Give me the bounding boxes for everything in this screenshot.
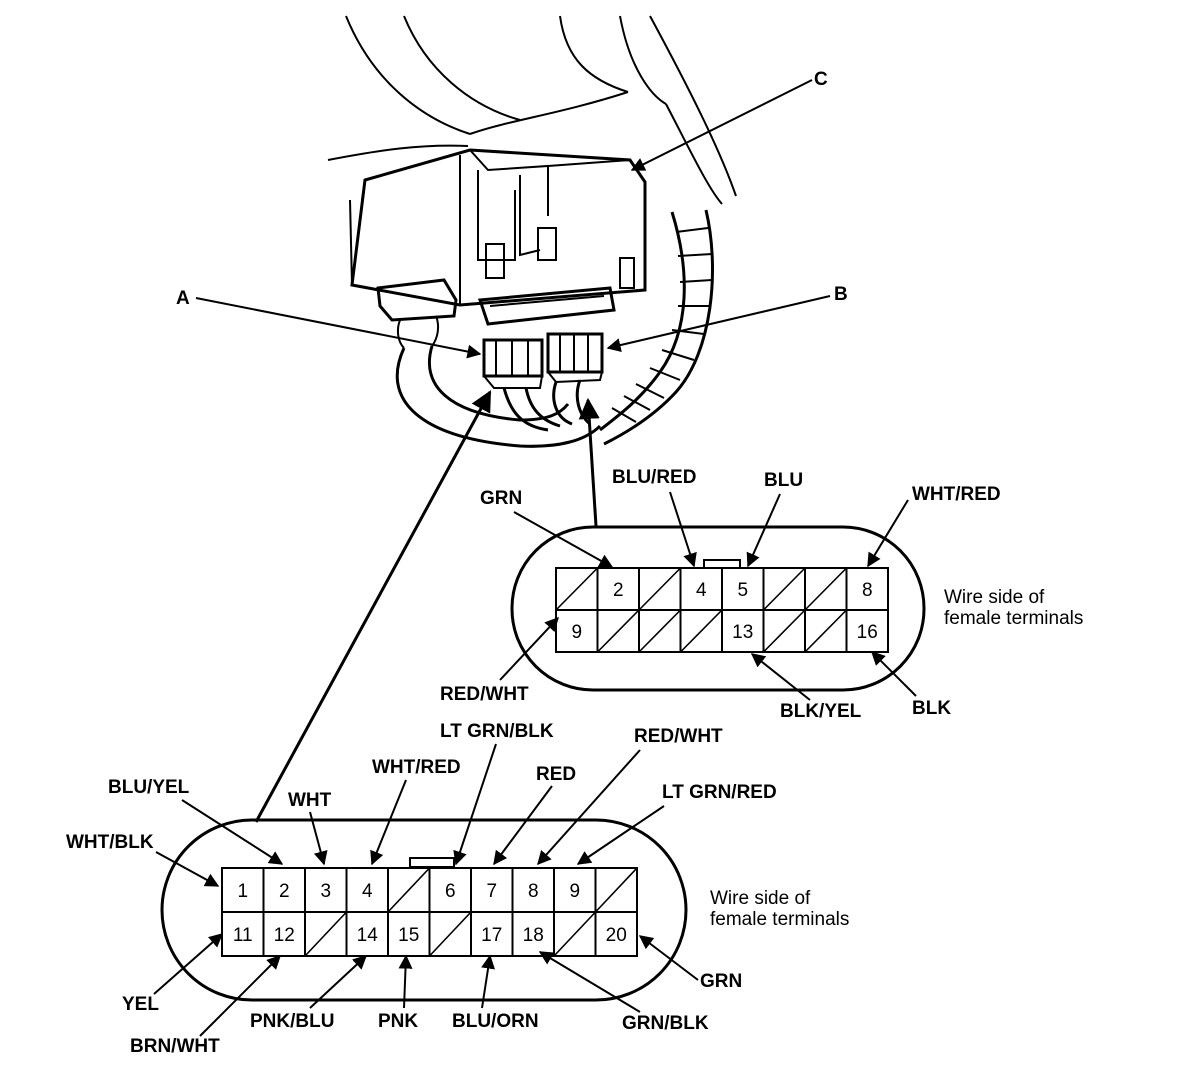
component-illustration — [327, 15, 737, 448]
terminal-cell — [553, 867, 597, 913]
terminal-number: 7 — [486, 881, 497, 902]
wire-label-blu: BLU — [764, 470, 803, 491]
unused-terminal-slash — [638, 567, 682, 611]
terminal-number: 4 — [696, 580, 707, 601]
callout-c: C — [814, 69, 828, 90]
terminal-number: 1 — [237, 881, 248, 902]
terminal-cell — [345, 911, 389, 957]
wire-label-wht: WHT — [288, 790, 332, 811]
unused-terminal-slash — [804, 609, 848, 653]
terminal-number: 5 — [737, 580, 748, 601]
wire-label-wht-blk: WHT/BLK — [66, 832, 154, 853]
terminal-cell — [221, 867, 265, 913]
unused-terminal-slash — [596, 609, 640, 653]
terminal-number: 20 — [606, 925, 627, 946]
terminal-number: 8 — [528, 881, 539, 902]
wire-label-pnk: PNK — [378, 1011, 418, 1032]
callout-a: A — [176, 288, 190, 309]
wire-label-red-wht: RED/WHT — [440, 684, 529, 705]
terminal-number: 17 — [481, 925, 502, 946]
connector-16-note-line2: female terminals — [944, 608, 1083, 629]
unused-terminal-slash — [553, 911, 597, 957]
unused-terminal-slash — [555, 567, 599, 611]
terminal-number: 2 — [613, 580, 624, 601]
terminal-cell — [304, 867, 348, 913]
wire-label-blu-orn: BLU/ORN — [452, 1011, 539, 1032]
terminal-number: 11 — [233, 925, 253, 946]
terminal-cell — [511, 911, 555, 957]
terminal-number: 9 — [571, 622, 582, 643]
wire-label-blk-yel: BLK/YEL — [780, 701, 862, 722]
wire-label-wht-red-20: WHT/RED — [372, 757, 461, 778]
terminal-number: 4 — [362, 881, 373, 902]
unused-terminal-slash — [762, 609, 806, 653]
unused-terminal-slash — [428, 911, 472, 957]
terminal-number: 2 — [279, 881, 290, 902]
unused-terminal-slash — [387, 867, 431, 913]
unused-terminal-slash — [762, 567, 806, 611]
terminal-cell — [721, 609, 765, 653]
wire-label-grn: GRN — [480, 488, 522, 509]
wire-label-wht-red: WHT/RED — [912, 484, 1001, 505]
terminal-number: 3 — [320, 881, 331, 902]
connector-20-note-line1: Wire side of — [710, 888, 811, 909]
unused-terminal-slash — [638, 609, 682, 653]
callout-b: B — [834, 284, 848, 305]
terminal-number: 9 — [569, 881, 580, 902]
wire-label-blk: BLK — [912, 698, 951, 719]
terminal-cell — [511, 867, 555, 913]
terminal-number: 13 — [732, 622, 753, 643]
terminal-number: 15 — [398, 925, 419, 946]
terminal-cell — [845, 609, 889, 653]
unused-terminal-slash — [594, 867, 638, 913]
wire-label-red-wht-20: RED/WHT — [634, 726, 723, 747]
wire-label-blu-red: BLU/RED — [612, 467, 696, 488]
unused-terminal-slash — [304, 911, 348, 957]
wire-label-grn-blk: GRN/BLK — [622, 1013, 709, 1034]
terminal-cell — [470, 911, 514, 957]
wire-label-pnk-blu: PNK/BLU — [250, 1011, 334, 1032]
connector-20-note-line2: female terminals — [710, 909, 849, 930]
terminal-number: 16 — [857, 622, 878, 643]
unused-terminal-slash — [679, 609, 723, 653]
unused-terminal-slash — [804, 567, 848, 611]
terminal-cell — [679, 567, 723, 611]
wire-label-brn-wht: BRN/WHT — [130, 1036, 220, 1057]
wire-label-red: RED — [536, 764, 576, 785]
connector-16-note-line1: Wire side of — [944, 587, 1045, 608]
terminal-cell — [596, 567, 640, 611]
terminal-number: 14 — [357, 925, 379, 946]
terminal-number: 12 — [274, 925, 295, 946]
terminal-number: 6 — [445, 881, 456, 902]
terminal-number: 8 — [862, 580, 873, 601]
wire-label-yel: YEL — [122, 994, 159, 1015]
wire-label-lt-grn-blk: LT GRN/BLK — [440, 721, 554, 742]
terminal-cell — [387, 911, 431, 957]
terminal-number: 18 — [523, 925, 544, 946]
terminal-cell — [594, 911, 638, 957]
wire-label-grn-20: GRN — [700, 971, 742, 992]
terminal-cell — [345, 867, 389, 913]
wire-label-blu-yel: BLU/YEL — [108, 777, 190, 798]
wire-label-lt-grn-red: LT GRN/RED — [662, 782, 777, 803]
